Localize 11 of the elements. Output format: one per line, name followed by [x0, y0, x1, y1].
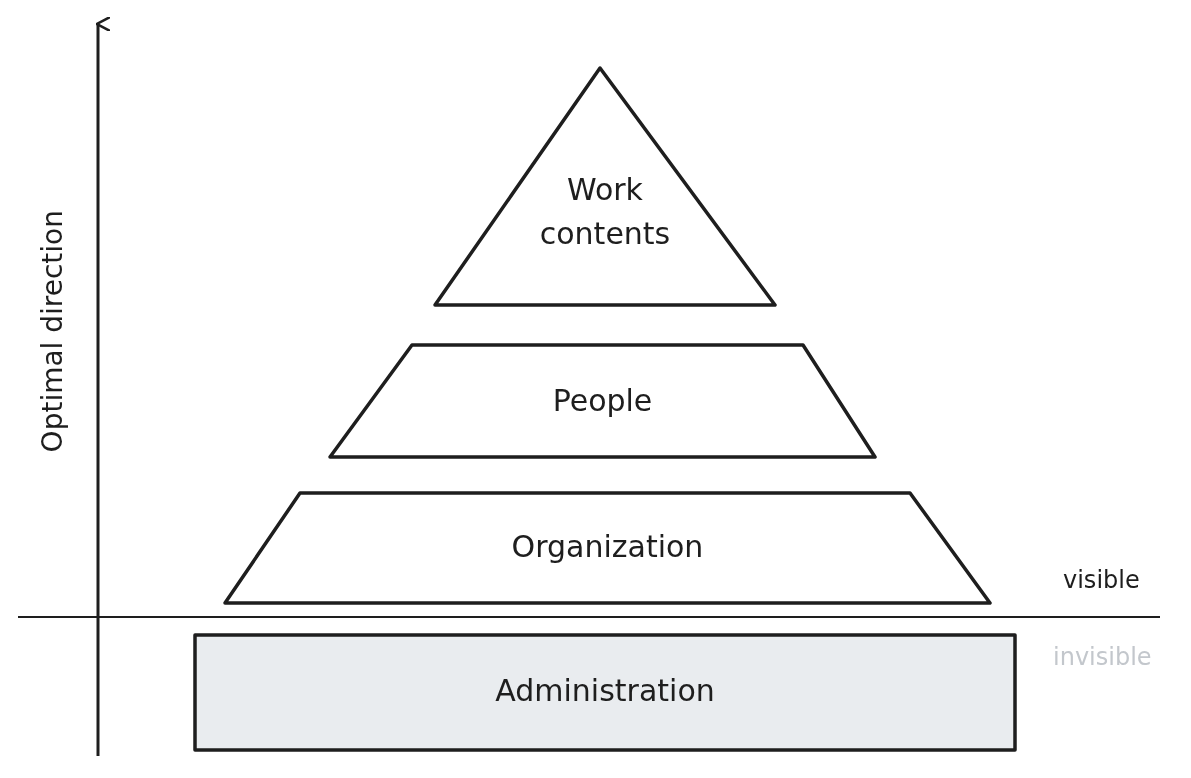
tier-label: Administration — [494, 672, 716, 710]
pyramid-middle-tier — [330, 345, 875, 457]
axis-label: Optimal direction — [36, 210, 69, 453]
pyramid-base-tier — [225, 493, 990, 603]
foundation-box — [195, 635, 1015, 750]
tier-label: People — [551, 382, 654, 420]
zone-label: invisible — [1053, 643, 1152, 671]
tier-label: Work contents — [538, 171, 672, 253]
tier-label: Organization — [510, 528, 705, 566]
zone-label: visible — [1063, 566, 1140, 594]
pyramid-top-triangle — [435, 68, 775, 305]
